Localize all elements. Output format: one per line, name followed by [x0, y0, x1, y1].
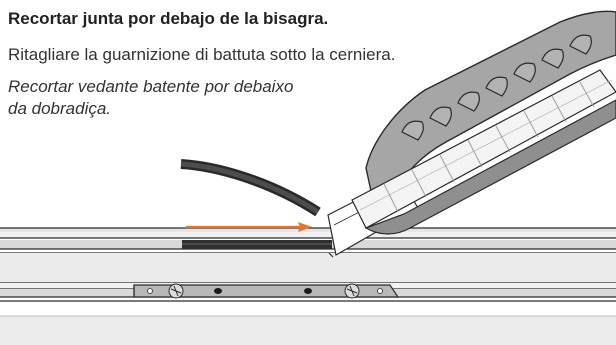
utility-knife — [327, 10, 616, 258]
instruction-italian: Ritagliare la guarnizione di battuta sot… — [8, 45, 396, 64]
hinge-plate — [133, 283, 400, 299]
screw — [344, 283, 360, 299]
cut-arrow — [186, 222, 312, 232]
instruction-spanish: Recortar junta por debajo de la bisagra. — [8, 9, 329, 28]
instruction-portuguese: Recortar vedante batente por debaixo da … — [8, 77, 294, 118]
gasket-cord — [180, 159, 321, 217]
gasket-in-channel — [182, 240, 332, 249]
screw — [168, 283, 184, 299]
window-frame-profile — [0, 227, 616, 345]
